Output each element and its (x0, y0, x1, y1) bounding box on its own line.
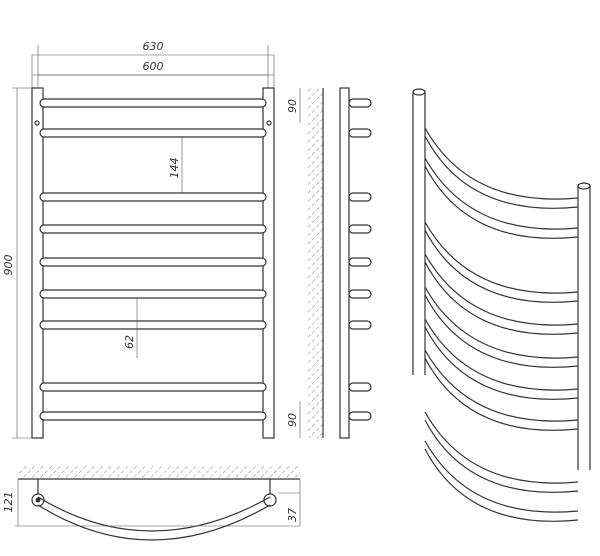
front-bar (39, 192, 267, 202)
dim-90-bottom: 90 (286, 413, 299, 427)
perspective-bar (424, 318, 579, 400)
mount-right-top (266, 120, 272, 126)
side-bar (348, 192, 372, 202)
front-view: 630 600 900 144 62 (2, 40, 275, 439)
side-bar (348, 320, 372, 330)
dim-62: 62 (123, 335, 136, 349)
side-view: 90 90 (286, 87, 372, 439)
perspective-bar (424, 349, 579, 431)
front-bar (39, 411, 267, 421)
mount-left-top (34, 120, 40, 126)
perspective-bar (424, 127, 579, 209)
side-bar (348, 128, 372, 138)
curved-bar (37, 496, 271, 541)
dim-630: 630 (143, 40, 164, 53)
perspective-view (412, 88, 591, 522)
side-bar (348, 98, 372, 108)
dim-600: 600 (143, 60, 164, 73)
top-view: 121 37 (2, 466, 301, 541)
dim-144: 144 (168, 158, 181, 179)
perspective-bar (424, 157, 579, 239)
perspective-bar (424, 440, 579, 522)
front-bar (39, 257, 267, 267)
side-bars (348, 98, 372, 421)
side-upright (339, 87, 350, 439)
side-bar (348, 411, 372, 421)
front-bar (39, 320, 267, 330)
front-bar (39, 289, 267, 299)
front-bar (39, 224, 267, 234)
front-bar (39, 382, 267, 392)
perspective-bar (424, 286, 579, 368)
side-bar (348, 224, 372, 234)
perspective-bar (424, 253, 579, 335)
dim-90-top: 90 (286, 99, 299, 113)
front-bars (39, 98, 267, 421)
dim-900: 900 (2, 255, 15, 276)
side-bar (348, 289, 372, 299)
perspective-bar (424, 411, 579, 493)
front-bar (39, 98, 267, 108)
dim-37: 37 (286, 508, 299, 522)
side-bar (348, 257, 372, 267)
front-bar (39, 128, 267, 138)
side-bar (348, 382, 372, 392)
perspective-bar (424, 221, 579, 303)
dim-121: 121 (2, 492, 15, 513)
